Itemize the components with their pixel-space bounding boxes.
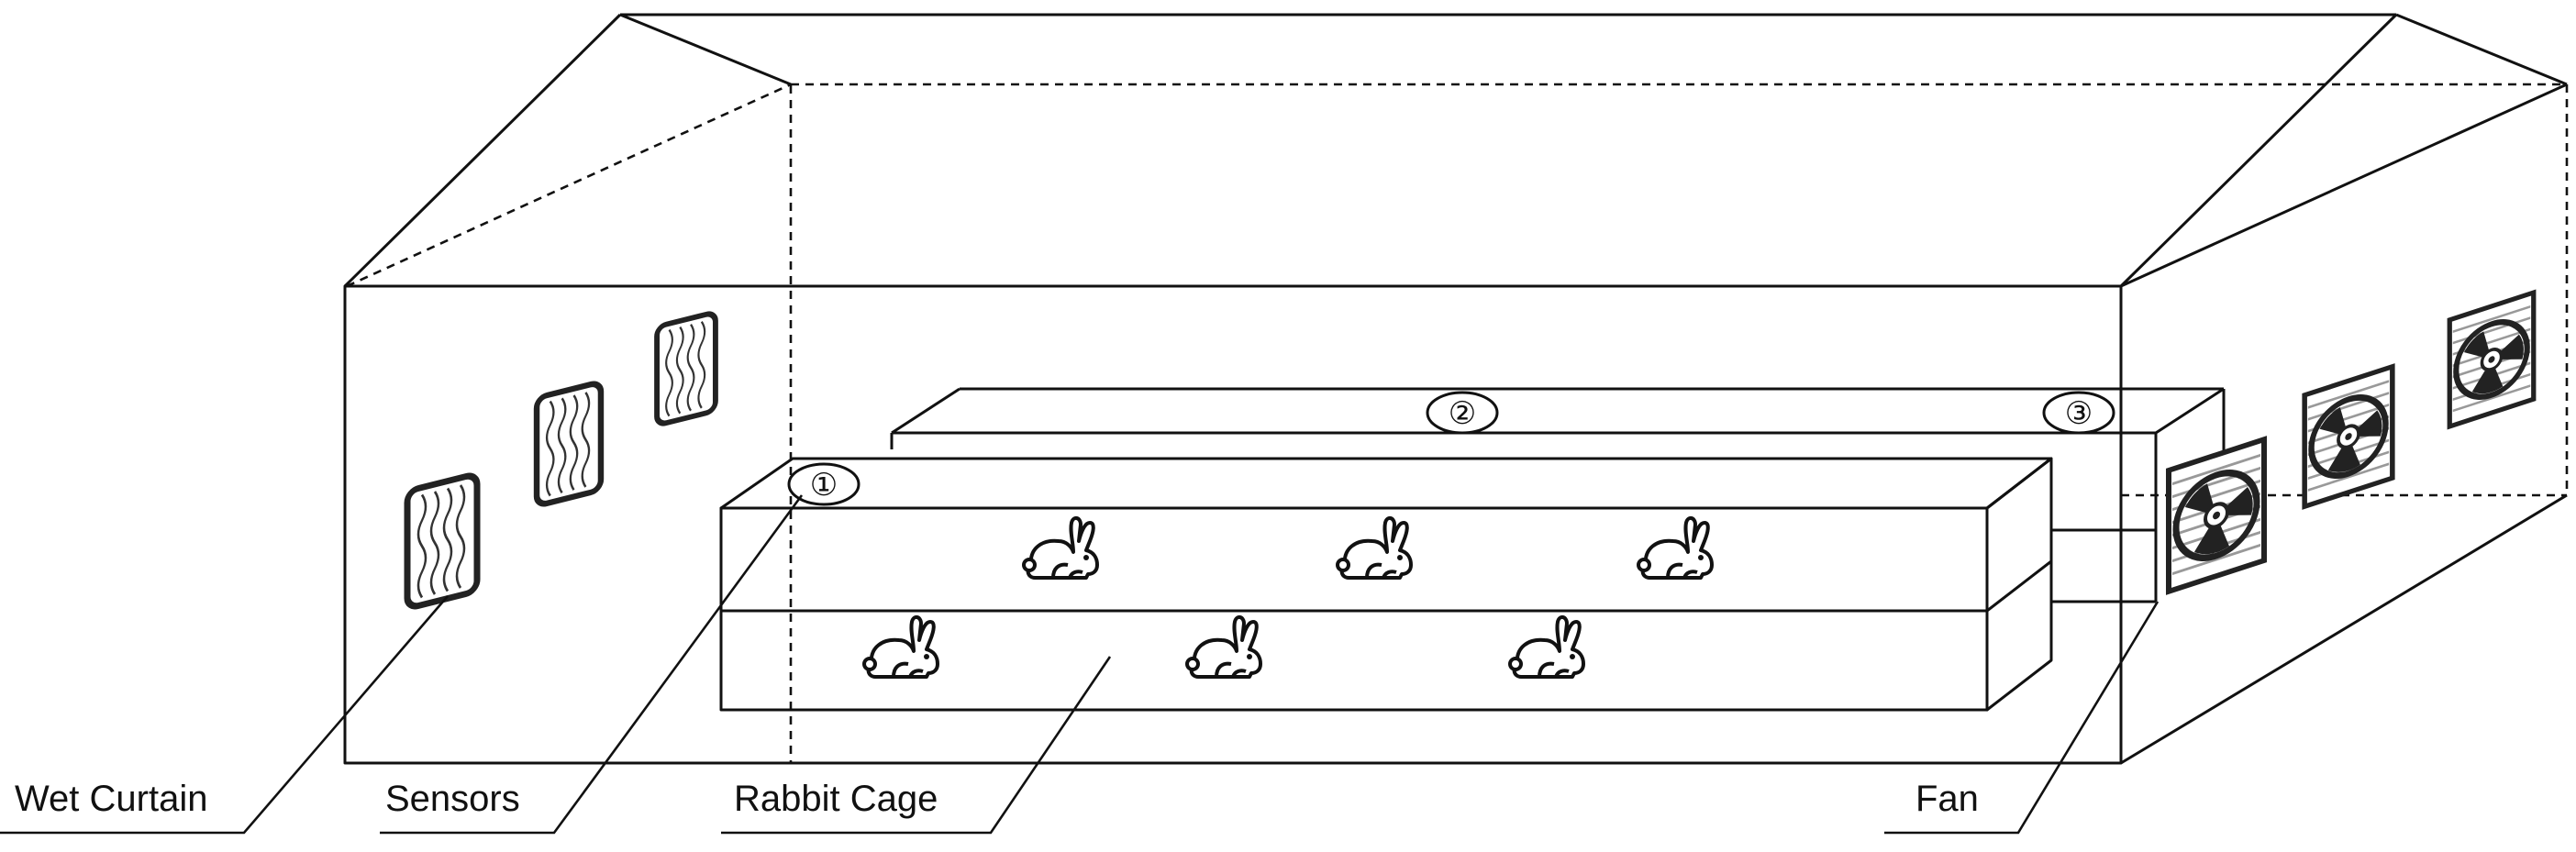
sensor-marker-2: ② [1426,391,1499,435]
svg-text:①: ① [810,468,838,503]
svg-text:②: ② [1449,396,1476,431]
sensors-label: Sensors [385,779,520,819]
fan-label: Fan [1915,779,1979,819]
wet-curtain-pad-icon [407,474,477,609]
rabbit-icon [1336,515,1413,580]
house-outline [343,13,2568,765]
rabbit-icon [862,614,939,679]
rabbit-icon [1637,515,1714,580]
fan-icon [2449,293,2534,426]
sensor-marker-1: ① [787,462,861,506]
rabbit-icon [1022,515,1099,580]
rabbits [862,515,1714,679]
wet-curtain-pads [407,312,716,608]
fan-icon [2304,367,2393,507]
wet-curtain-pad-icon [537,382,601,505]
rabbit-cage-label: Rabbit Cage [734,779,938,819]
wet-curtain-label: Wet Curtain [15,779,207,819]
fan-icon [2169,439,2264,592]
sensor-marker-3: ③ [2042,391,2115,435]
rabbit-icon [1185,614,1262,679]
svg-text:③: ③ [2065,396,2093,431]
back-cage [890,387,2226,603]
wet-curtain-pad-icon [657,312,716,425]
callout-leaders [0,494,2160,835]
rabbit-cage [719,457,2053,712]
rabbit-icon [1508,614,1585,679]
